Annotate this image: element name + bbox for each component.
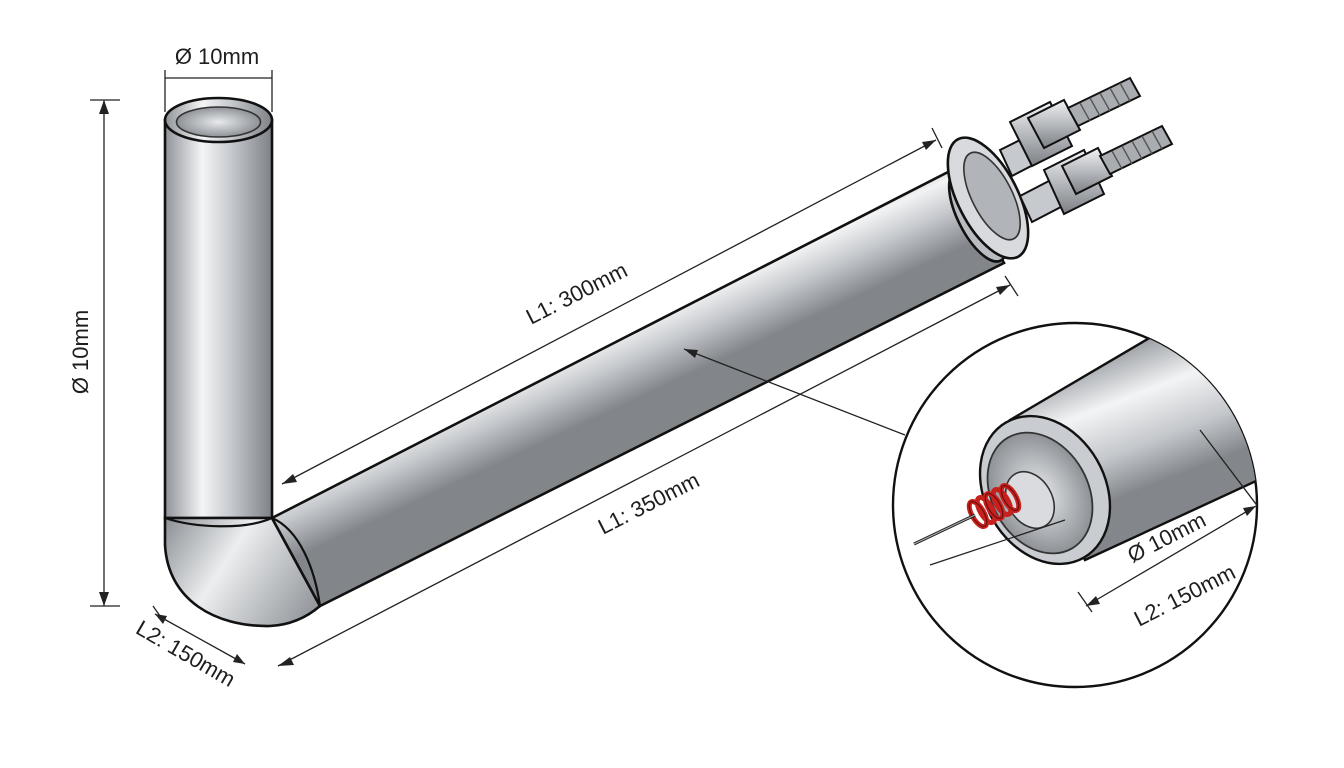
l1-upper-label: L1: 300mm — [522, 257, 631, 329]
tube-top-opening — [175, 106, 262, 138]
left-diameter-label: Ø 10mm — [68, 310, 93, 394]
vertical-tube — [163, 96, 274, 520]
l1-lower-label: L1: 350mm — [594, 467, 703, 539]
threaded-stud-upper — [1066, 76, 1142, 128]
l2-bottom-label: L2: 150mm — [132, 615, 240, 692]
terminal-upper — [998, 76, 1142, 178]
detail-view: Ø 10mm L2: 150mm — [891, 321, 1259, 689]
dimension-lines — [90, 70, 1019, 667]
threaded-stud-lower — [1098, 124, 1174, 176]
terminal-lower — [1018, 124, 1174, 224]
top-diameter-label: Ø 10mm — [175, 44, 259, 69]
tube-bend — [163, 516, 322, 628]
mounting-flange — [946, 136, 1030, 260]
